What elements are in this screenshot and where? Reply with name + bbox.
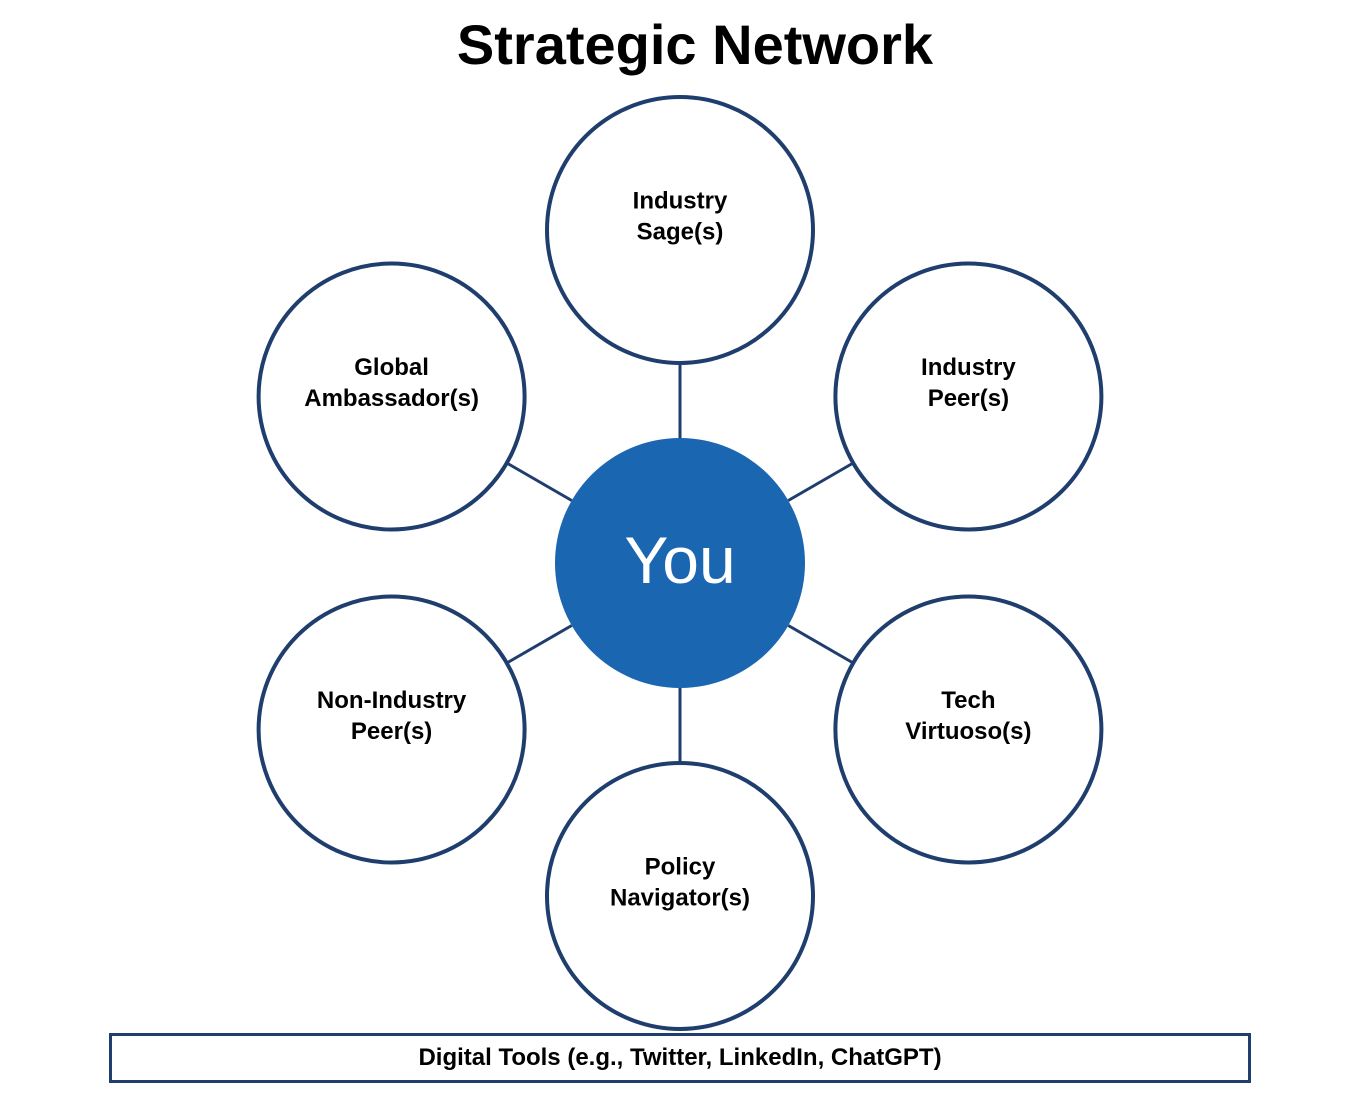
node-label-non-industry-peer-line-1: Non-Industry [317,687,467,714]
node-label-policy-navigator-line-2: Navigator(s) [610,885,750,912]
digital-tools-box: Digital Tools (e.g., Twitter, LinkedIn, … [109,1033,1251,1083]
node-label-global-ambassador-line-2: Ambassador(s) [304,385,479,412]
node-label-tech-virtuoso-line-2: Virtuoso(s) [905,718,1031,745]
node-label-industry-peer-line-2: Peer(s) [928,385,1009,412]
digital-tools-label: Digital Tools (e.g., Twitter, LinkedIn, … [418,1044,942,1071]
node-label-tech-virtuoso-line-1: Tech [941,687,995,714]
node-label-industry-sage-line-1: Industry [633,188,728,215]
node-circle-non-industry-peer [256,594,527,865]
node-circle-industry-peer [833,261,1104,532]
connector-global-ambassador [506,461,573,502]
center-label: You [624,523,735,597]
connector-non-industry-peer [506,624,573,665]
node-circle-global-ambassador [256,261,527,532]
center-node: You [555,438,805,688]
nodes: IndustrySage(s)IndustryPeer(s)TechVirtuo… [256,95,1104,1031]
node-label-policy-navigator-line-1: Policy [645,854,716,881]
connector-tech-virtuoso [787,624,854,665]
connectors [506,363,854,763]
node-circle-policy-navigator [545,761,815,1031]
node-label-non-industry-peer-line-2: Peer(s) [351,718,432,745]
node-label-global-ambassador-line-1: Global [354,354,429,381]
node-label-industry-sage-line-2: Sage(s) [637,219,724,246]
diagram-title: Strategic Network [456,13,934,76]
node-label-industry-peer-line-1: Industry [921,354,1016,381]
node-circle-tech-virtuoso [833,594,1104,865]
center-circle [555,438,805,688]
connector-industry-peer [787,461,854,502]
node-circle-industry-sage [545,95,815,365]
